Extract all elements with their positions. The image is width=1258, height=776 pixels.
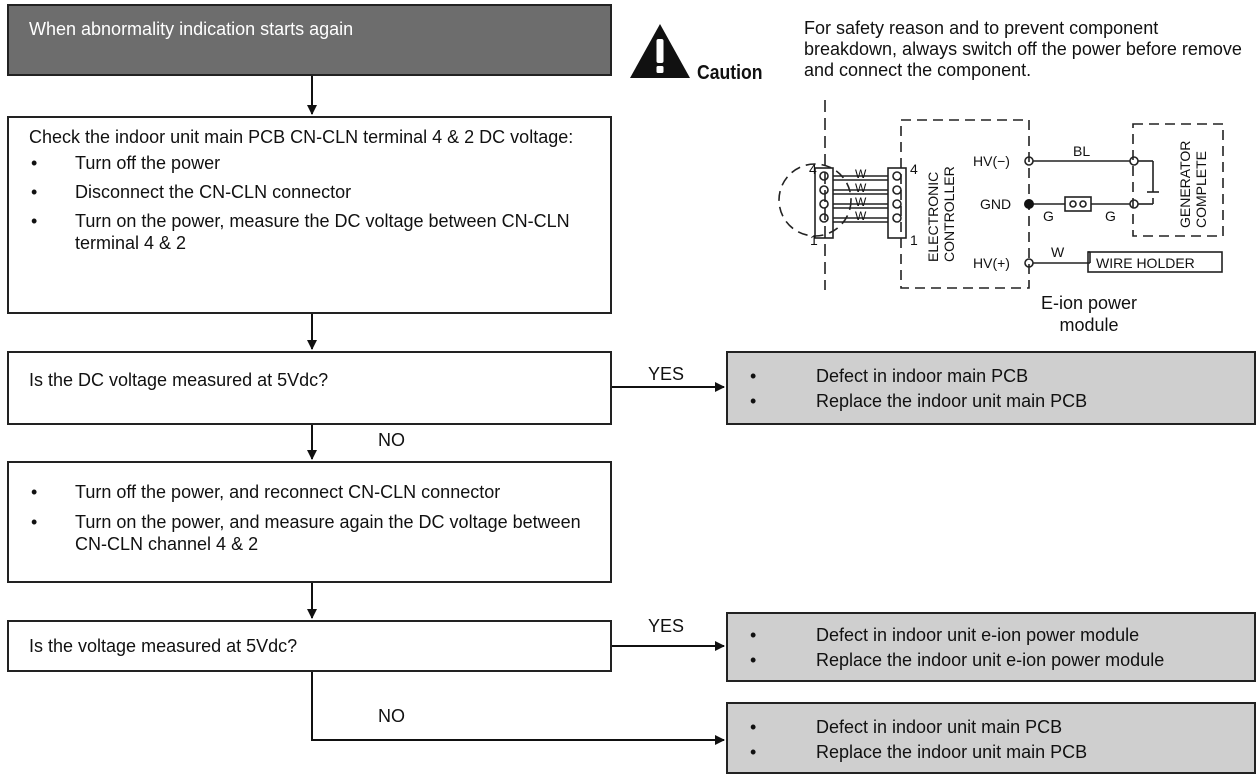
caution-label: Caution (697, 62, 763, 84)
bullet-icon: • (31, 153, 38, 173)
wire-w-4: W (855, 209, 867, 223)
list-item: •Replace the indoor unit main PCB (750, 742, 1088, 762)
list-item: •Replace the indoor unit e-ion power mod… (750, 650, 1165, 670)
wiring-diagram: 4 1 4 1 W W W W ELECTRONIC CONTROLLER HV… (778, 100, 1224, 290)
pin-bottom-left: 1 (810, 232, 818, 248)
list-item: •Turn off the power (31, 153, 221, 173)
question-voltage-box: Is the voltage measured at 5Vdc? (7, 620, 612, 672)
list-item: •Disconnect the CN-CLN connector (31, 182, 352, 202)
bullet-icon: • (750, 717, 757, 737)
generator-label-2: COMPLETE (1193, 151, 1209, 228)
result-eion-module-box: •Defect in indoor unit e-ion power modul… (726, 612, 1256, 682)
gnd-label: GND (980, 196, 1011, 212)
result-main-pcb-box: •Defect in indoor main PCB •Replace the … (726, 351, 1256, 425)
caution-text: For safety reason and to prevent compone… (804, 18, 1242, 80)
question-dc-voltage-box: Is the DC voltage measured at 5Vdc? (7, 351, 612, 425)
bullet-icon: • (31, 512, 38, 532)
wire-holder-label: WIRE HOLDER (1096, 255, 1195, 271)
arrow-q2-no (311, 672, 725, 745)
bullet-icon: • (31, 482, 38, 502)
g-right-label: G (1105, 208, 1116, 224)
list-item: •Replace the indoor unit main PCB (750, 391, 1088, 411)
start-text: When abnormality indication starts again (29, 19, 354, 39)
bullet-icon: • (750, 391, 757, 411)
wire-w-3: W (855, 195, 867, 209)
pin-top-right: 4 (910, 161, 918, 177)
question-dc-voltage-text: Is the DC voltage measured at 5Vdc? (29, 370, 329, 390)
pin-bottom-right: 1 (910, 232, 918, 248)
q2-no-label: NO (378, 706, 405, 726)
list-item: •Defect in indoor unit e-ion power modul… (750, 625, 1140, 645)
check-voltage-box: Check the indoor unit main PCB CN-CLN te… (7, 116, 612, 314)
hv-minus-label: HV(−) (973, 153, 1010, 169)
q1-no-label: NO (378, 430, 405, 450)
module-caption: E-ion power module (1040, 293, 1138, 335)
bullet-icon: • (31, 211, 38, 231)
list-item: •Defect in indoor main PCB (750, 366, 1029, 386)
hv-plus-label: HV(+) (973, 255, 1010, 271)
list-item: •Defect in indoor unit main PCB (750, 717, 1063, 737)
wire-w-2: W (855, 181, 867, 195)
bullet-icon: • (750, 625, 757, 645)
pin-top-left: 4 (809, 161, 817, 177)
reconnect-box: •Turn off the power, and reconnect CN-CL… (7, 461, 612, 583)
check-voltage-list: •Turn off the power •Disconnect the CN-C… (29, 152, 590, 254)
q1-yes-label: YES (648, 364, 685, 384)
generator-label-1: GENERATOR (1177, 141, 1193, 228)
controller-label-1: ELECTRONIC (925, 172, 941, 262)
start-box: When abnormality indication starts again (7, 4, 612, 76)
list-item: •Turn off the power, and reconnect CN-CL… (31, 482, 501, 502)
bullet-icon: • (750, 650, 757, 670)
warning-triangle-icon (630, 24, 690, 78)
bullet-icon: • (750, 366, 757, 386)
list-item: •Turn on the power, and measure again th… (31, 512, 581, 554)
bullet-icon: • (31, 182, 38, 202)
result-unit-pcb-box: •Defect in indoor unit main PCB •Replace… (726, 702, 1256, 774)
wire-w-1: W (855, 167, 867, 181)
q2-yes-label: YES (648, 616, 685, 636)
controller-label-2: CONTROLLER (941, 166, 957, 262)
question-voltage-text: Is the voltage measured at 5Vdc? (29, 636, 298, 656)
list-item: •Turn on the power, measure the DC volta… (31, 211, 570, 253)
bl-label: BL (1073, 143, 1090, 159)
bullet-icon: • (750, 742, 757, 762)
w-label: W (1051, 244, 1065, 260)
check-voltage-title: Check the indoor unit main PCB CN-CLN te… (29, 127, 574, 147)
g-left-label: G (1043, 208, 1054, 224)
